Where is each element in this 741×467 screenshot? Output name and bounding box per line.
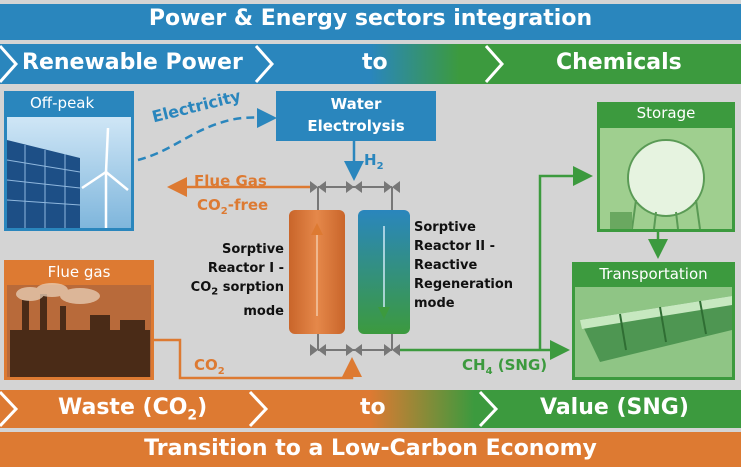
factory-icon xyxy=(10,294,150,377)
footer-middle-label: to xyxy=(360,395,386,420)
gas-storage-sphere-icon xyxy=(610,139,705,230)
footer-chevron-band xyxy=(0,390,741,428)
header-chevron-band xyxy=(0,44,741,84)
footer-right-label: Value (SNG) xyxy=(540,395,689,420)
co2-free-label: CO2-free xyxy=(197,196,269,217)
reactor-2-label: Sorptive Reactor II - Reactive Regenerat… xyxy=(414,220,514,311)
pipeline-icon xyxy=(580,296,732,362)
bottom-valves xyxy=(310,344,400,356)
h2-label: H2 xyxy=(364,151,384,172)
header-left-label: Renewable Power xyxy=(22,50,243,75)
top-valves xyxy=(310,181,400,193)
header-title-band xyxy=(0,4,741,40)
electrolysis-title: Water Electrolysis xyxy=(307,95,405,135)
reactor-1-label: Sorptive Reactor I - CO2 sorption mode xyxy=(190,242,284,319)
footer-title-band xyxy=(0,432,741,467)
header-middle-label: to xyxy=(362,50,388,75)
wind-turbine-icon xyxy=(81,127,129,228)
co2-in-arrow xyxy=(154,338,362,380)
header-right-label: Chemicals xyxy=(556,50,682,75)
offpeak-title: Off-peak xyxy=(30,94,95,112)
co2-in-label: CO2 xyxy=(194,356,225,377)
solar-panel-icon xyxy=(6,140,81,228)
flue-gas-out-label: Flue Gas xyxy=(194,172,267,190)
to-storage-arrow xyxy=(538,166,593,350)
fluegas-box-title: Flue gas xyxy=(47,263,111,281)
electricity-arrow xyxy=(137,107,277,162)
storage-title: Storage xyxy=(636,104,696,122)
electrolysis-box xyxy=(276,91,436,141)
transportation-title: Transportation xyxy=(599,265,708,283)
footer-title: Transition to a Low-Carbon Economy xyxy=(144,436,597,461)
footer-left-label: Waste (CO2) xyxy=(58,395,208,424)
header-title: Power & Energy sectors integration xyxy=(148,6,593,31)
ch4-label: CH4 (SNG) xyxy=(462,356,548,377)
